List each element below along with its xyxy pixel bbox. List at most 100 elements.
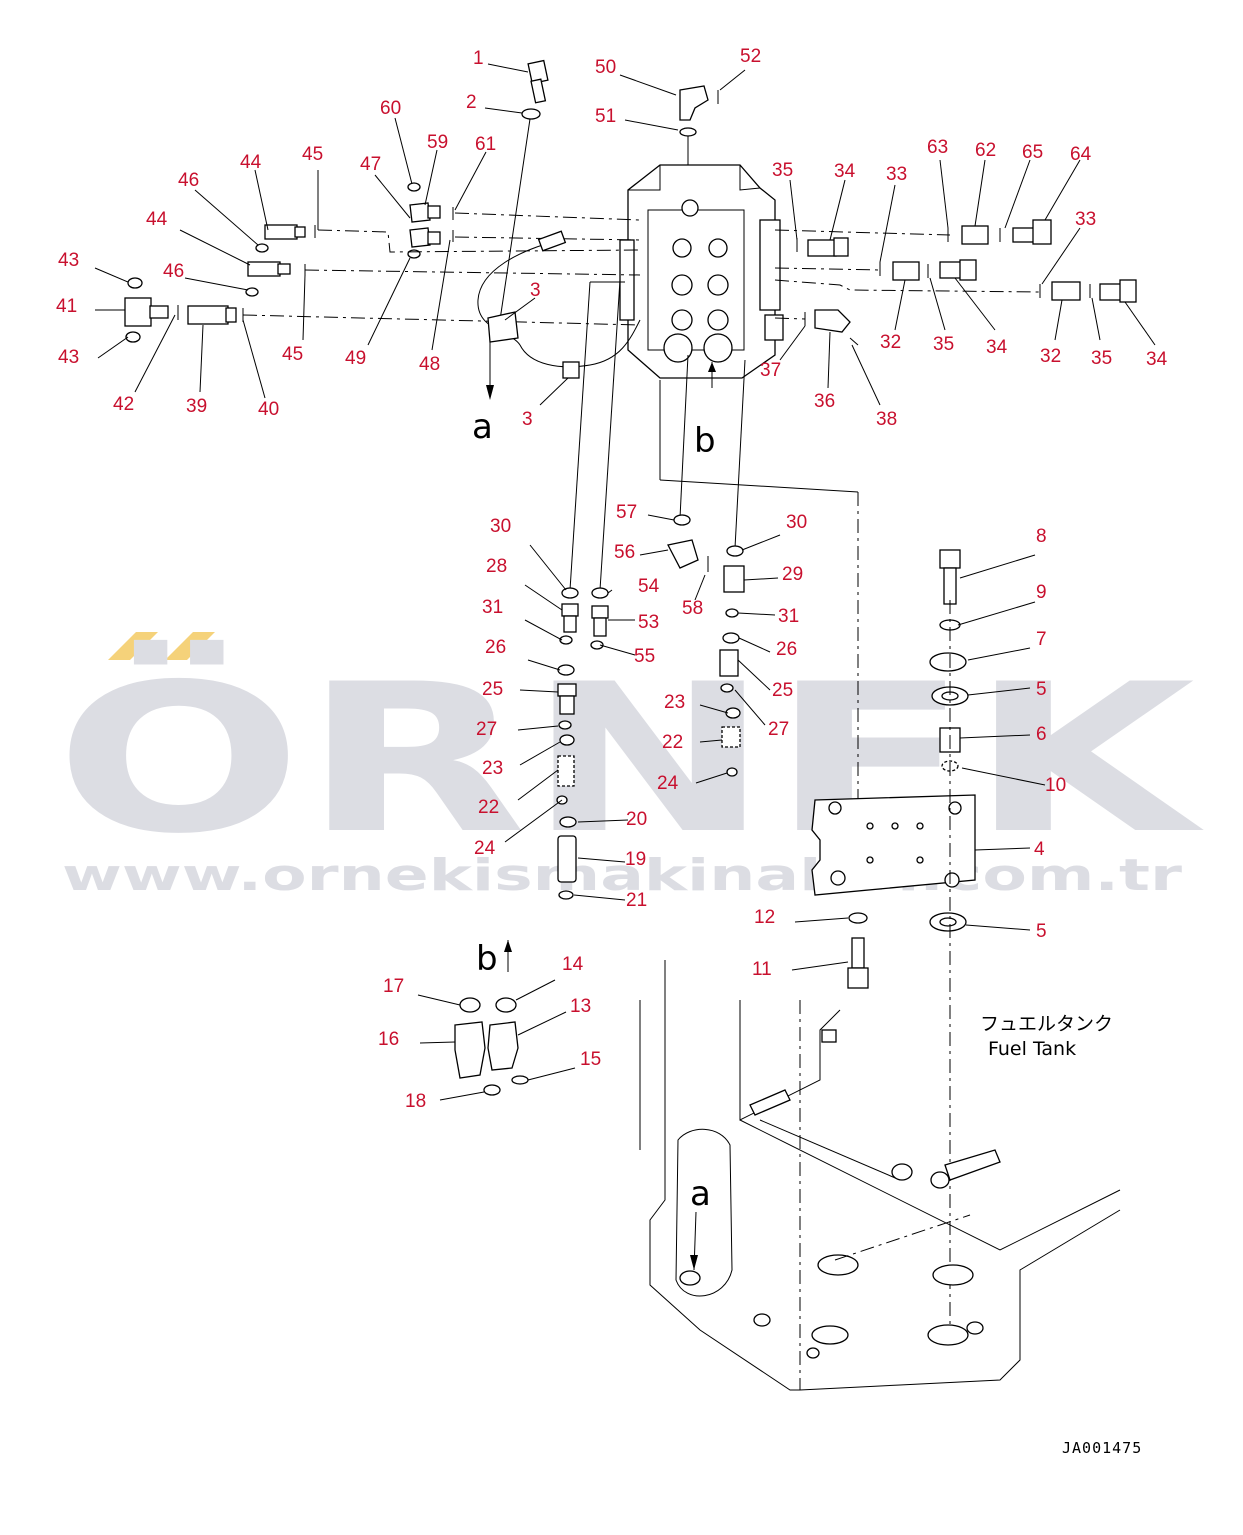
callout-11: 11 (752, 959, 772, 980)
callout-23b: 23 (664, 692, 685, 713)
control-valve-body (619, 164, 784, 379)
callout-3a: 3 (530, 280, 541, 301)
callout-16: 16 (378, 1029, 399, 1050)
callout-18: 18 (405, 1091, 426, 1112)
callout-57: 57 (616, 502, 637, 523)
callout-12: 12 (754, 907, 775, 928)
b-connection-fittings: b (454, 939, 529, 1096)
view-marker-a-bottom: a (690, 1174, 711, 1214)
callout-43b: 43 (58, 347, 79, 368)
callout-27b: 27 (768, 719, 789, 740)
callout-17: 17 (383, 976, 404, 997)
callout-38: 38 (876, 409, 897, 430)
b-port-marker: b (694, 362, 716, 461)
callout-44b: 44 (146, 209, 168, 230)
callout-46a: 46 (178, 170, 199, 191)
callout-27a: 27 (476, 719, 497, 740)
callout-33a: 33 (886, 164, 907, 185)
right-flow-lines (774, 229, 1041, 320)
callout-35b: 35 (933, 334, 954, 355)
callout-31a: 31 (482, 597, 503, 618)
left-fitting-stack (556, 587, 609, 900)
vertical-lines (569, 279, 859, 860)
callout-35c: 35 (1091, 348, 1112, 369)
fuel-tank-label-jp: フュエルタンク (980, 1013, 1113, 1035)
callout-2: 2 (466, 92, 477, 113)
view-marker-b-bottom: b (476, 939, 498, 979)
callout-34a: 34 (834, 161, 856, 182)
callout-7: 7 (1036, 629, 1047, 650)
callout-34c: 34 (1146, 349, 1168, 370)
leader-lines (94, 63, 1156, 1101)
callout-50: 50 (595, 57, 616, 78)
callout-20: 20 (626, 809, 647, 830)
watermark: ÖRNEK www.ornekismakinalari.com.tr (55, 632, 1205, 901)
callout-51: 51 (595, 106, 616, 127)
callout-45b: 45 (282, 344, 303, 365)
callout-40: 40 (258, 399, 279, 420)
callout-21: 21 (626, 890, 647, 911)
callouts: 1 2 3 3 4 5 5 6 7 8 9 10 11 12 13 14 15 … (56, 46, 1168, 1112)
callout-58: 58 (682, 598, 703, 619)
callout-25b: 25 (772, 680, 793, 701)
callout-36: 36 (814, 391, 835, 412)
watermark-brand: ÖRNEK (55, 640, 1205, 879)
callout-39: 39 (186, 396, 207, 417)
elbow-fitting-top (679, 85, 719, 165)
callout-65: 65 (1022, 142, 1043, 163)
view-marker-b-top: b (694, 421, 716, 461)
watermark-url: www.ornekismakinalari.com.tr (62, 850, 1182, 901)
callout-64: 64 (1070, 144, 1092, 165)
callout-55: 55 (634, 646, 655, 667)
callout-15: 15 (580, 1049, 601, 1070)
callout-1: 1 (473, 48, 484, 69)
callout-43a: 43 (58, 250, 79, 271)
callout-10: 10 (1045, 775, 1066, 796)
callout-52: 52 (740, 46, 761, 67)
callout-22a: 22 (478, 797, 499, 818)
callout-42: 42 (113, 394, 134, 415)
callout-63: 63 (927, 137, 948, 158)
callout-6: 6 (1036, 724, 1047, 745)
callout-30a: 30 (490, 516, 511, 537)
callout-26a: 26 (485, 637, 506, 658)
callout-45a: 45 (302, 144, 323, 165)
callout-31b: 31 (778, 606, 799, 627)
callout-5a: 5 (1036, 679, 1047, 700)
callout-24b: 24 (657, 773, 679, 794)
bolt-top (499, 59, 549, 321)
callout-26b: 26 (776, 639, 797, 660)
mounting-bracket (811, 549, 976, 1340)
callout-23a: 23 (482, 758, 503, 779)
fuel-tank: a (639, 960, 1121, 1391)
watermark-accent-left (108, 632, 158, 660)
drawing-code: JA001475 (1062, 1439, 1142, 1457)
callout-54: 54 (638, 576, 660, 597)
watermark-accent-right (165, 632, 215, 660)
callout-4: 4 (1034, 839, 1045, 860)
callout-25a: 25 (482, 679, 503, 700)
callout-13: 13 (570, 996, 591, 1017)
fuel-tank-label-en: Fuel Tank (988, 1038, 1076, 1060)
callout-34b: 34 (986, 337, 1008, 358)
callout-41: 41 (56, 296, 77, 317)
callout-53: 53 (638, 612, 659, 633)
callout-37: 37 (760, 360, 781, 381)
left-fittings (124, 182, 454, 343)
callout-56: 56 (614, 542, 635, 563)
callout-47: 47 (360, 154, 381, 175)
callout-62: 62 (975, 140, 996, 161)
wire-harness: a (472, 230, 641, 447)
callout-61: 61 (475, 134, 496, 155)
callout-59: 59 (427, 132, 448, 153)
callout-60: 60 (380, 98, 401, 119)
callout-32b: 32 (1040, 346, 1061, 367)
callout-44a: 44 (240, 152, 262, 173)
right-fittings (796, 219, 1137, 346)
callout-22b: 22 (662, 732, 683, 753)
callout-9: 9 (1036, 582, 1047, 603)
callout-46b: 46 (163, 261, 184, 282)
right-fitting-stack (667, 514, 745, 777)
callout-19: 19 (625, 849, 646, 870)
